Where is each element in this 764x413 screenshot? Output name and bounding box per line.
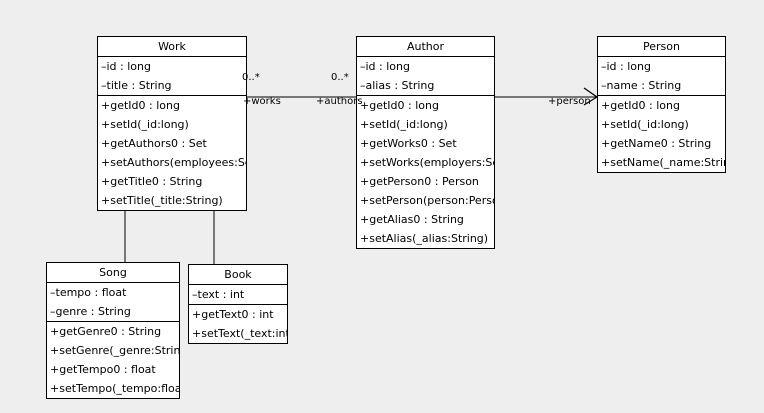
class-attributes-song: –tempo : float –genre : String [47,283,179,322]
method-row: +getId0 : long [101,99,180,112]
multiplicity-author-end: 0..* [331,72,349,83]
class-methods-person: +getId0 : long +setId(_id:long) +getName… [598,96,725,172]
multiplicity-work-end: 0..* [242,72,260,83]
class-name-work: Work [98,37,246,57]
method-row: +setTempo(_tempo:float) [50,382,179,395]
class-box-song[interactable]: Song –tempo : float –genre : String +get… [46,262,180,399]
method-row: +getAuthors0 : Set [101,137,207,150]
method-row: +setAlias(_alias:String) [360,232,489,245]
attribute-row: –genre : String [50,305,131,318]
class-name-book: Book [189,265,287,285]
class-box-work[interactable]: Work –id : long –title : String +getId0 … [97,36,247,211]
class-attributes-work: –id : long –title : String [98,57,246,96]
method-row: +setPerson(person:Person) [360,194,494,207]
role-person: +person [548,96,591,107]
attribute-row: –id : long [601,60,651,73]
method-row: +setId(_id:long) [101,118,189,131]
class-box-book[interactable]: Book –text : int +getText0 : int +setTex… [188,264,288,344]
attribute-row: –name : String [601,79,682,92]
class-methods-work: +getId0 : long +setId(_id:long) +getAuth… [98,96,246,210]
attribute-row: –title : String [101,79,172,92]
class-name-person: Person [598,37,725,57]
class-methods-book: +getText0 : int +setText(_text:int) [189,305,287,343]
class-attributes-book: –text : int [189,285,287,305]
class-name-author: Author [357,37,494,57]
method-row: +getTitle0 : String [101,175,203,188]
attribute-row: –tempo : float [50,286,127,299]
method-row: +getWorks0 : Set [360,137,457,150]
class-methods-song: +getGenre0 : String +setGenre(_genre:Str… [47,322,179,398]
attribute-row: –id : long [360,60,410,73]
class-attributes-person: –id : long –name : String [598,57,725,96]
class-methods-author: +getId0 : long +setId(_id:long) +getWork… [357,96,494,248]
class-box-author[interactable]: Author –id : long –alias : String +getId… [356,36,495,249]
method-row: +setGenre(_genre:String) [50,344,179,357]
method-row: +setAuthors(employees:Set) [101,156,246,169]
method-row: +getAlias0 : String [360,213,464,226]
class-box-person[interactable]: Person –id : long –name : String +getId0… [597,36,726,173]
method-row: +getId0 : long [601,99,680,112]
method-row: +setTitle(_title:String) [101,194,223,207]
class-name-song: Song [47,263,179,283]
role-works: +works [243,96,281,107]
method-row: +getTempo0 : float [50,363,156,376]
method-row: +setName(_name:String) [601,156,725,169]
attribute-row: –text : int [192,288,245,301]
method-row: +setId(_id:long) [360,118,448,131]
method-row: +getPerson0 : Person [360,175,479,188]
method-row: +setWorks(employers:Set) [360,156,494,169]
attribute-row: –id : long [101,60,151,73]
method-row: +getId0 : long [360,99,439,112]
role-authors: +authors [316,96,363,107]
method-row: +setText(_text:int) [192,327,287,340]
attribute-row: –alias : String [360,79,435,92]
class-attributes-author: –id : long –alias : String [357,57,494,96]
method-row: +getGenre0 : String [50,325,162,338]
method-row: +getText0 : int [192,308,274,321]
method-row: +getName0 : String [601,137,712,150]
method-row: +setId(_id:long) [601,118,689,131]
